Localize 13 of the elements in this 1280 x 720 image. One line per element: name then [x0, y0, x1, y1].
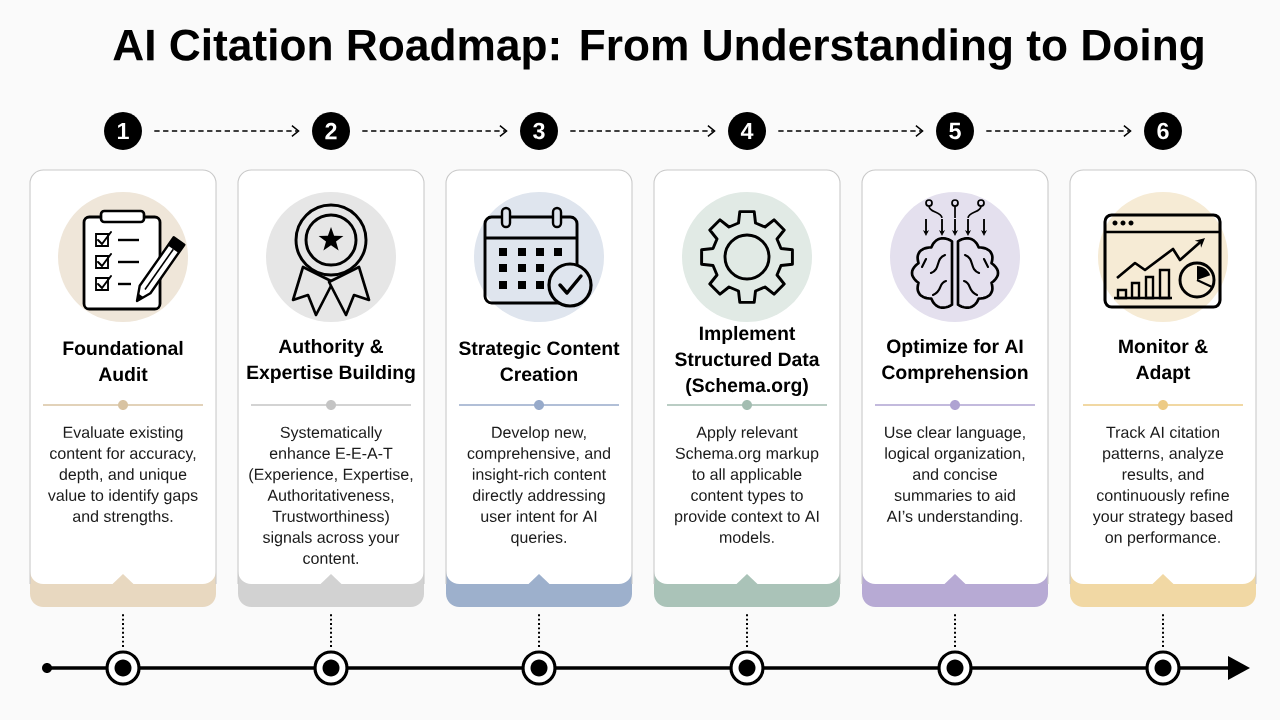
title: AI Citation Roadmap: From Understanding to Doing	[113, 28, 1203, 70]
card-text: Apply relevant Schema.org markup to all applicable content types to provide context to AI models.	[675, 426, 819, 543]
card-heading: Strategic Content Creation	[459, 340, 620, 382]
card-text: Systematically enhance E-E-A-T (Experience, Expertise, Authoritativeness, Trustworthiness) signals across your content.	[249, 426, 413, 564]
card-heading: Monitor & Adapt	[1119, 339, 1208, 383]
card-heading: Authority & Expertise Building	[247, 338, 415, 384]
card-heading: Implement Structured Data (Schema.org)	[675, 325, 820, 397]
card-heading: Optimize for AI Comprehension	[882, 339, 1028, 383]
card-heading: Foundational Audit	[63, 340, 183, 382]
card-text: Track AI citation patterns, analyze results, and continuously refine your strategy based on performance.	[1092, 426, 1233, 547]
card-text: Evaluate existing content for accuracy, depth, and unique value to identify gaps and strengths.	[47, 426, 198, 526]
card-text: Develop new, comprehensive, and insight-rich content directly addressing user intent for AI queries.	[467, 426, 610, 547]
card-text: Use clear language, logical organization, and concise summaries to aid AI’s understanding.	[885, 426, 1025, 526]
